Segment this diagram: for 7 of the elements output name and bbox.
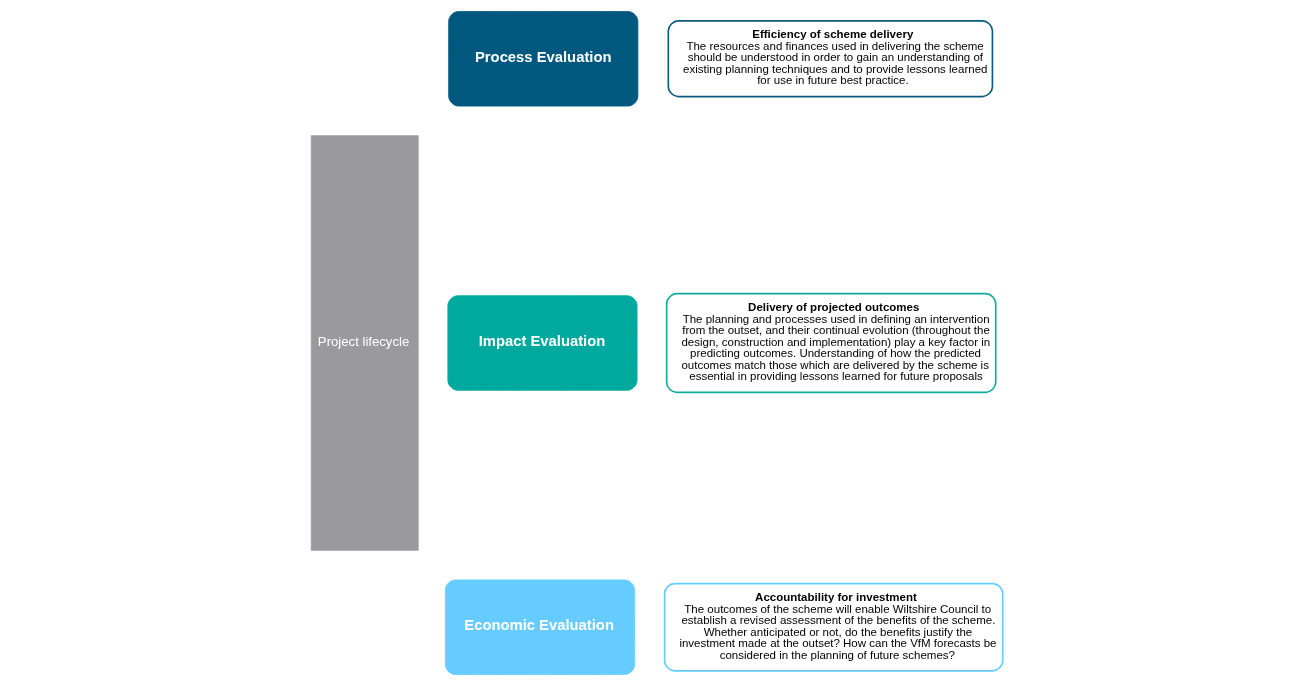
node-box: Delivery of projected outcomes The planning and processes used in defining an intervention from the outset, and their continual evolution (throughout the design, construction and implementation) play a key factor in predicting outcomes. Understanding of how the predicted outcomes match those which are delivered by the scheme is essential in providing lessons learned for future proposals <box>665 292 997 394</box>
node-box: Process Evaluation <box>447 11 638 107</box>
node-box: Impact Evaluation <box>446 295 637 391</box>
node-box: Project lifecycle <box>310 135 419 551</box>
node-box: Economic Evaluation <box>444 579 635 675</box>
node-box: Accountability for investment The outcomes of the scheme will enable Wiltshire Council to establish a revised assessment of the benefits of the scheme. Whether anticipated or not, do the benefits justify the investment made at the outset? How can the VfM forecasts be considered in the planning of future schemes? <box>663 582 1004 672</box>
node-box: Efficiency of scheme delivery The resources and finances used in delivering the scheme should be understood in order to gain an understanding of existing planning techniques and to provide lessons learned for use in future best practice. <box>667 20 993 98</box>
